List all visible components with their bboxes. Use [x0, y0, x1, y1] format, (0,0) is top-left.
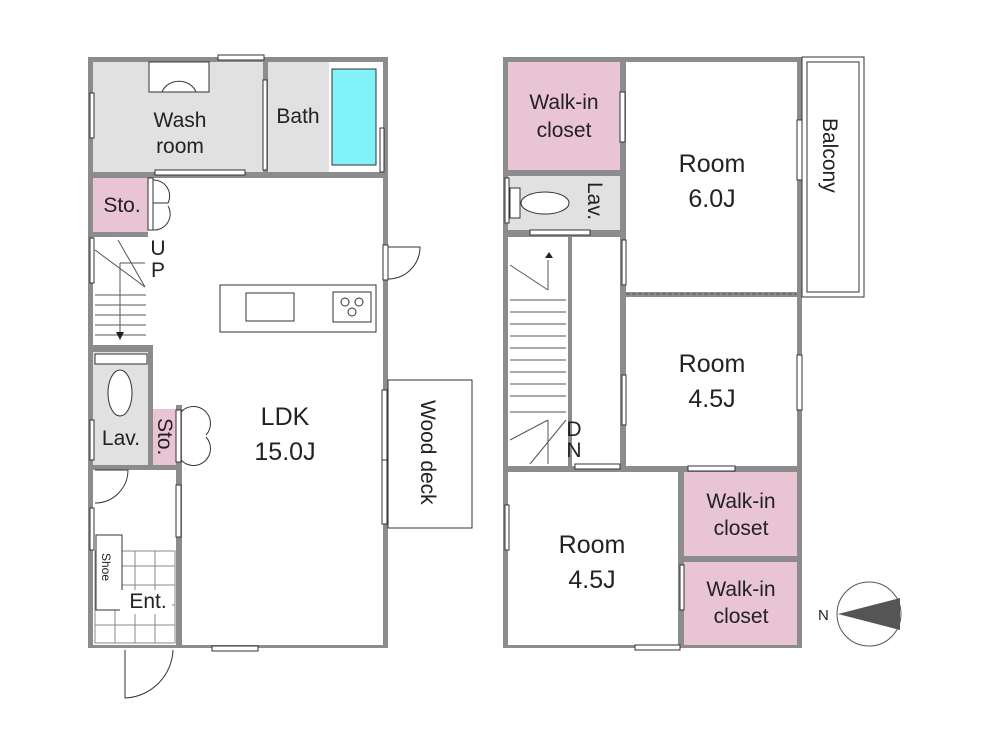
walkin-a-label-1: Walk-in — [706, 490, 775, 513]
toilet-tank — [94, 353, 148, 365]
lavatory-label: Lav. — [102, 427, 140, 450]
hallway-2 — [572, 237, 620, 466]
stairs-2 — [508, 237, 568, 466]
walkin-b-label-1: Walk-in — [706, 578, 775, 601]
walkin-top-label-2: closet — [537, 119, 592, 142]
wash-room-label-2: room — [156, 135, 204, 158]
stair-treads-2 — [509, 260, 567, 465]
balcony — [801, 56, 865, 298]
room-4-5j-low — [508, 472, 678, 645]
stair-arrow-icon — [116, 332, 124, 340]
room-mid-label: Room — [679, 350, 746, 378]
floor-1: Wash room Bath Sto. U P Lav. Sto. LDK 15… — [88, 54, 473, 699]
toilet-icon — [107, 369, 133, 417]
ldk-size: 15.0J — [254, 438, 315, 466]
walkin-closet-b — [684, 562, 797, 645]
storage-side — [153, 409, 176, 465]
wood-deck-label: Wood deck — [416, 400, 439, 505]
entrance-label: Ent. — [129, 590, 166, 613]
compass-north-label: N — [818, 607, 829, 624]
room-mid-size: 4.5J — [688, 385, 735, 413]
room-6j-label: Room — [679, 150, 746, 178]
wood-deck — [387, 379, 473, 529]
room-6j — [626, 62, 797, 292]
ldk-label: LDK — [261, 403, 310, 431]
walkin-top-label-1: Walk-in — [529, 91, 598, 114]
doors-1 — [94, 169, 421, 699]
walkin-b-label-2: closet — [714, 605, 769, 628]
storage-top-label: Sto. — [103, 194, 140, 217]
bath-label: Bath — [276, 105, 319, 128]
stairs-down-label-1: D — [566, 418, 581, 441]
stairs-up-label-1: U — [150, 237, 165, 260]
sink-icon — [245, 292, 295, 322]
shoe-label: Shoe — [99, 553, 113, 581]
bathtub — [331, 68, 377, 166]
storage-side-label: Sto. — [153, 418, 176, 455]
wash-room-label-1: Wash — [154, 109, 207, 132]
floor-2: Walk-in closet Room 6.0J Balcony Lav. Ro… — [503, 56, 865, 651]
lavatory-2-label: Lav. — [583, 182, 606, 220]
north-arrow-icon — [838, 598, 900, 630]
storage-top — [93, 178, 148, 232]
compass: N — [818, 581, 902, 647]
room-low-size: 4.5J — [568, 566, 615, 594]
stairs-up-label-2: P — [151, 259, 165, 282]
toilet-icon-2 — [520, 191, 570, 215]
stove-icon — [332, 291, 372, 323]
room-6j-size: 6.0J — [688, 185, 735, 213]
room-low-label: Room — [559, 531, 626, 559]
walkin-closet-top — [508, 62, 620, 170]
stair-treads — [94, 239, 146, 336]
stair-arrow-icon-2 — [545, 252, 553, 258]
windows-2 — [504, 91, 803, 651]
ldk-room — [148, 178, 383, 645]
shoe-cabinet — [95, 534, 123, 611]
walkin-closet-a — [684, 472, 797, 556]
balcony-label: Balcony — [818, 118, 841, 193]
windows-1 — [89, 54, 388, 652]
stairs-down-label-2: N — [566, 439, 581, 462]
walkin-a-label-2: closet — [714, 517, 769, 540]
room-4-5j-mid — [626, 297, 797, 466]
